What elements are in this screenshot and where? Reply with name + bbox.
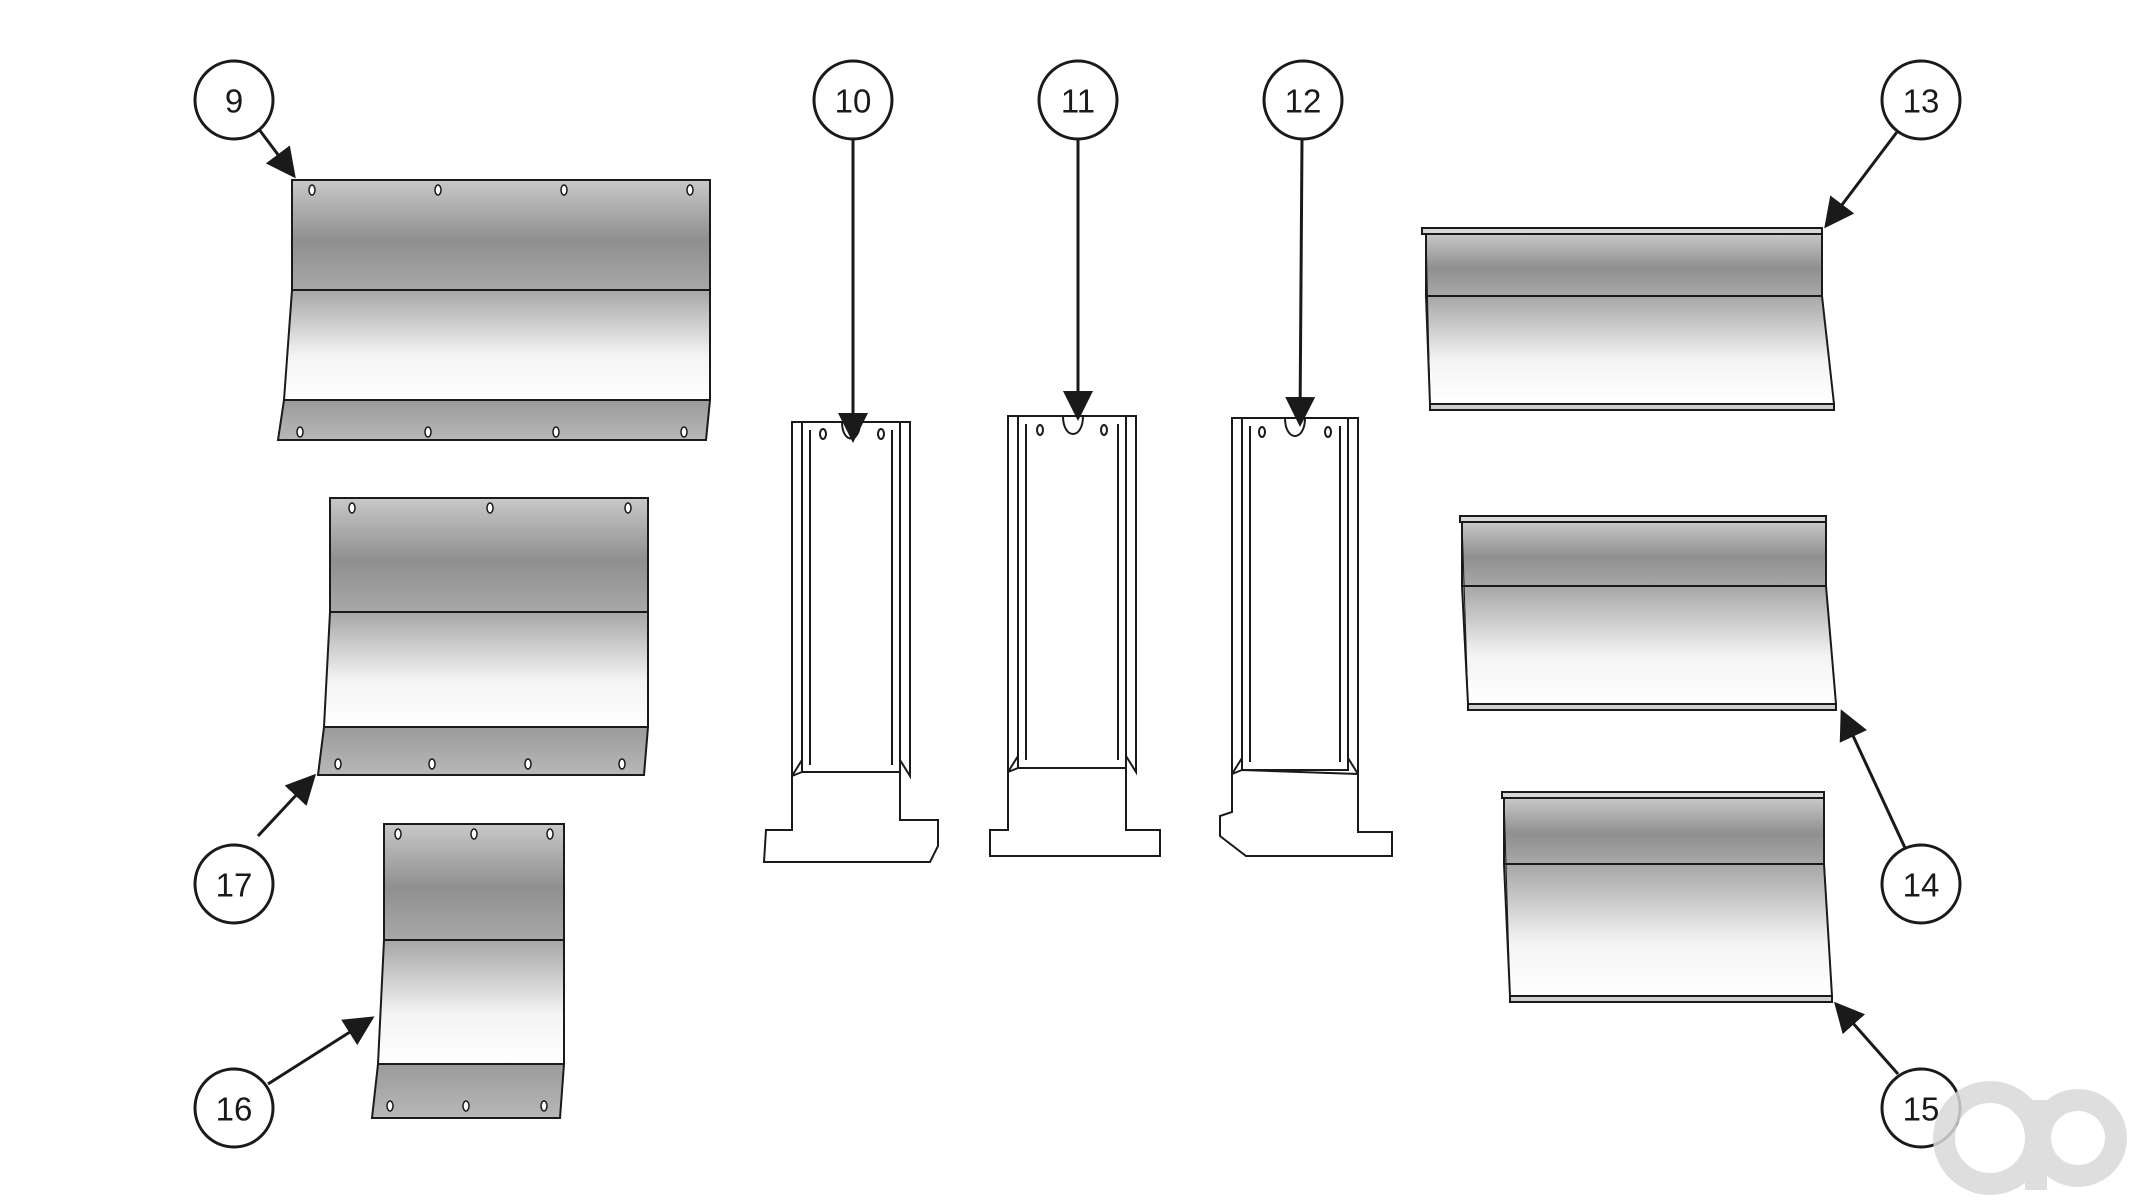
- arrow-14: [1839, 709, 1908, 851]
- part-16-panel: [370, 823, 566, 1119]
- part-10-bracket: [762, 421, 939, 863]
- part-12-bracket: [1219, 417, 1393, 857]
- callout-12: 12: [1262, 59, 1344, 141]
- callout-16: 16: [193, 1067, 275, 1149]
- callout-17-label: 17: [216, 867, 253, 904]
- callouts: 9 10 11 12 13 14 15 16: [193, 59, 1962, 1149]
- part-13-panel: [1421, 227, 1836, 411]
- callout-13: 13: [1880, 59, 1962, 141]
- leader-arrows: [256, 127, 1908, 1086]
- callout-11-label: 11: [1061, 83, 1095, 120]
- arrow-9: [256, 127, 296, 179]
- callout-10-label: 10: [835, 83, 872, 120]
- arrow-16: [267, 1016, 375, 1086]
- arrow-13: [1824, 127, 1902, 229]
- arrow-12: [1285, 139, 1316, 427]
- part-14-panel: [1459, 515, 1838, 711]
- callout-12-label: 12: [1285, 83, 1322, 120]
- callout-9-label: 9: [225, 83, 243, 120]
- arrow-17: [256, 773, 317, 838]
- part-17-panel: [316, 497, 650, 776]
- callout-10: 10: [812, 59, 894, 141]
- callout-13-label: 13: [1903, 83, 1940, 120]
- callout-9: 9: [193, 59, 275, 141]
- part-9-panel: [276, 179, 712, 441]
- watermark-logo-icon: [1933, 1081, 2127, 1195]
- callout-14: 14: [1880, 843, 1962, 925]
- callout-15-label: 15: [1903, 1091, 1940, 1128]
- callout-11: 11: [1037, 59, 1119, 141]
- part-15-panel: [1501, 791, 1834, 1003]
- callout-16-label: 16: [216, 1091, 253, 1128]
- callout-17: 17: [193, 843, 275, 925]
- arrow-15: [1834, 1001, 1900, 1075]
- callout-14-label: 14: [1903, 867, 1940, 904]
- part-11-bracket: [989, 415, 1161, 857]
